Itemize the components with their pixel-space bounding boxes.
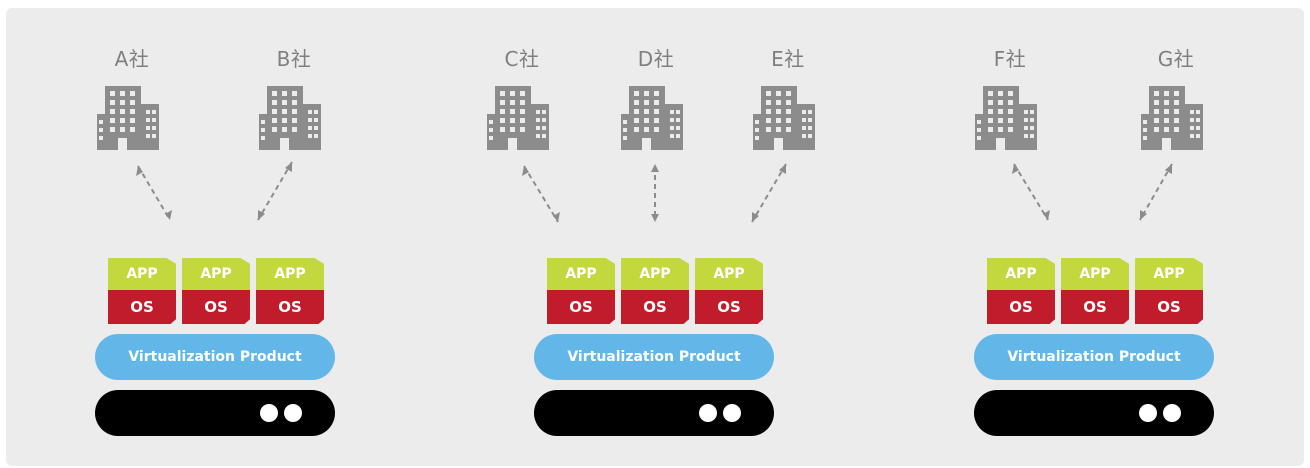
- os-block: OS: [1061, 290, 1129, 324]
- os-block: OS: [621, 290, 689, 324]
- app-block: APP: [256, 258, 324, 290]
- company-d: D社: [616, 46, 696, 154]
- vm-2: APP OS: [1061, 258, 1129, 324]
- app-block: APP: [547, 258, 615, 290]
- vm-1: APP OS: [108, 258, 176, 324]
- app-block: APP: [1135, 258, 1203, 290]
- app-block: APP: [1061, 258, 1129, 290]
- os-block: OS: [695, 290, 763, 324]
- os-block: OS: [1135, 290, 1203, 324]
- company-f: F社: [970, 46, 1050, 154]
- server-led: [284, 404, 302, 422]
- os-block: OS: [256, 290, 324, 324]
- server-led: [723, 404, 741, 422]
- company-c-label: C社: [504, 47, 540, 71]
- os-block: OS: [547, 290, 615, 324]
- company-d-label: D社: [637, 47, 675, 71]
- diagram-panel: [6, 8, 1304, 466]
- server-led: [1163, 404, 1181, 422]
- vm-1: APP OS: [547, 258, 615, 324]
- company-b: B社: [254, 46, 334, 154]
- vm-1: APP OS: [987, 258, 1055, 324]
- vm-3: APP OS: [1135, 258, 1203, 324]
- os-block: OS: [987, 290, 1055, 324]
- os-block: OS: [182, 290, 250, 324]
- app-block: APP: [108, 258, 176, 290]
- company-a: A社: [92, 46, 172, 154]
- company-e-label: E社: [771, 47, 805, 71]
- vm-2: APP OS: [182, 258, 250, 324]
- app-block: APP: [695, 258, 763, 290]
- os-block: OS: [108, 290, 176, 324]
- virtualization-product: Virtualization Product: [534, 334, 774, 380]
- app-block: APP: [182, 258, 250, 290]
- virtualization-product: Virtualization Product: [95, 334, 335, 380]
- company-f-label: F社: [993, 47, 1027, 71]
- company-c: C社: [482, 46, 562, 154]
- server-bar: [534, 390, 774, 436]
- company-g: G社: [1136, 46, 1216, 154]
- server-led: [699, 404, 717, 422]
- company-e: E社: [748, 46, 828, 154]
- company-b-label: B社: [276, 47, 312, 71]
- company-a-label: A社: [114, 47, 150, 71]
- vm-3: APP OS: [695, 258, 763, 324]
- company-g-label: G社: [1157, 47, 1195, 71]
- server-bar: [95, 390, 335, 436]
- app-block: APP: [621, 258, 689, 290]
- server-led: [1139, 404, 1157, 422]
- vm-3: APP OS: [256, 258, 324, 324]
- server-led: [260, 404, 278, 422]
- virtualization-product: Virtualization Product: [974, 334, 1214, 380]
- server-bar: [974, 390, 1214, 436]
- app-block: APP: [987, 258, 1055, 290]
- vm-2: APP OS: [621, 258, 689, 324]
